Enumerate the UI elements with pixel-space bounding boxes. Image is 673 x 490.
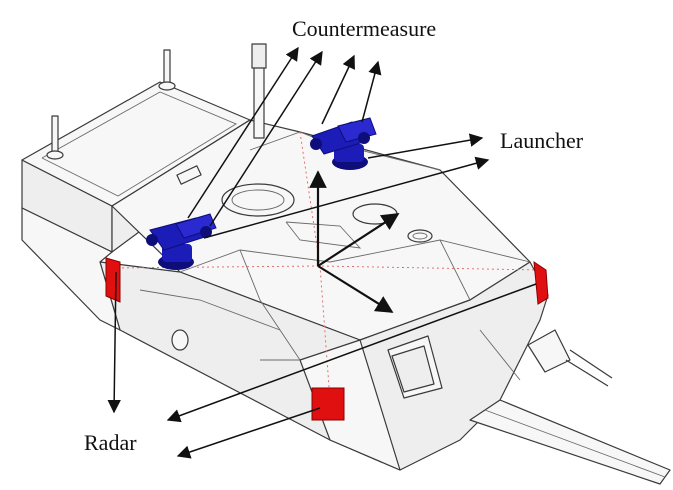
arrow-launcher-2 (367, 133, 484, 159)
arrow-countermeasure-3 (321, 54, 355, 125)
side-port (171, 329, 189, 351)
launcher-left (146, 213, 217, 270)
periscope-ring (407, 229, 433, 243)
axis-forward (317, 265, 394, 313)
label-launcher: Launcher (500, 128, 584, 153)
turret-body (21, 43, 671, 485)
loader-hatch (352, 203, 398, 225)
radar-panel-front (311, 387, 345, 421)
label-radar: Radar (84, 430, 137, 455)
countermeasure-arrows (187, 46, 382, 227)
arrow-radar-3 (176, 407, 321, 459)
launcher-arrows (203, 133, 490, 239)
arrow-countermeasure-2 (209, 50, 323, 227)
radar-arrows (107, 271, 537, 459)
arrow-countermeasure-1 (187, 46, 299, 219)
coordinate-axes (309, 170, 400, 313)
axis-right (317, 213, 400, 267)
antenna-left (46, 115, 64, 160)
commander-hatch (221, 183, 295, 217)
vent-block (176, 165, 202, 185)
radar-panel-left (105, 257, 121, 303)
antenna-mast (251, 43, 267, 139)
antenna-center (158, 49, 176, 91)
turret-left-lower (21, 207, 121, 331)
coax-housing (527, 329, 571, 373)
label-countermeasure: Countermeasure (292, 16, 436, 41)
radar-panels (105, 257, 549, 421)
arrow-launcher-1 (203, 156, 490, 239)
arrow-countermeasure-4 (361, 60, 382, 123)
arrow-radar-2 (166, 283, 537, 423)
arrow-radar-1 (107, 271, 121, 414)
launcher-right (310, 117, 377, 170)
radar-panel-right (533, 261, 549, 305)
